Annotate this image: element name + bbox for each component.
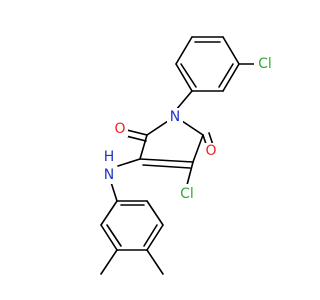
bond xyxy=(100,224,118,251)
bond xyxy=(222,63,240,92)
oxygen-atom-label: O xyxy=(205,143,216,159)
bond-layer xyxy=(100,36,256,275)
label-background xyxy=(112,121,128,137)
bond xyxy=(146,224,164,251)
amine-hydrogen-label: H xyxy=(104,149,115,165)
bond xyxy=(218,63,234,88)
nitrogen-atom-label: N xyxy=(170,109,180,125)
bond xyxy=(181,120,204,136)
bond xyxy=(146,200,164,226)
bond xyxy=(192,134,204,163)
bond xyxy=(222,36,240,65)
label-background xyxy=(176,184,198,200)
bond xyxy=(125,135,147,142)
bond xyxy=(175,63,193,92)
label-background xyxy=(101,154,117,184)
bond xyxy=(175,90,193,111)
bond xyxy=(126,129,148,136)
label-background xyxy=(254,56,276,72)
atom-label-layer: Cl N O O N H Cl xyxy=(101,56,276,202)
bond xyxy=(143,224,158,247)
bond xyxy=(146,249,164,275)
bond xyxy=(139,134,148,160)
bond xyxy=(139,158,194,163)
bond xyxy=(100,249,118,275)
bond xyxy=(117,158,141,167)
molecule-structure: Cl N O O N H Cl xyxy=(100,36,276,275)
label-background xyxy=(203,143,219,159)
bond xyxy=(180,63,197,88)
oxygen-atom-label: O xyxy=(114,121,125,137)
bond xyxy=(106,224,122,247)
chlorine-atom-label: Cl xyxy=(180,186,194,202)
bond xyxy=(142,164,191,169)
bond xyxy=(186,161,194,186)
amine-nitrogen-label: N xyxy=(104,167,114,183)
chlorine-atom-label: Cl xyxy=(258,56,272,72)
bond xyxy=(175,36,193,65)
bond xyxy=(100,200,118,226)
label-background xyxy=(167,108,183,124)
bond xyxy=(146,120,169,136)
molecule-canvas: Cl N O O N H Cl xyxy=(100,36,276,275)
